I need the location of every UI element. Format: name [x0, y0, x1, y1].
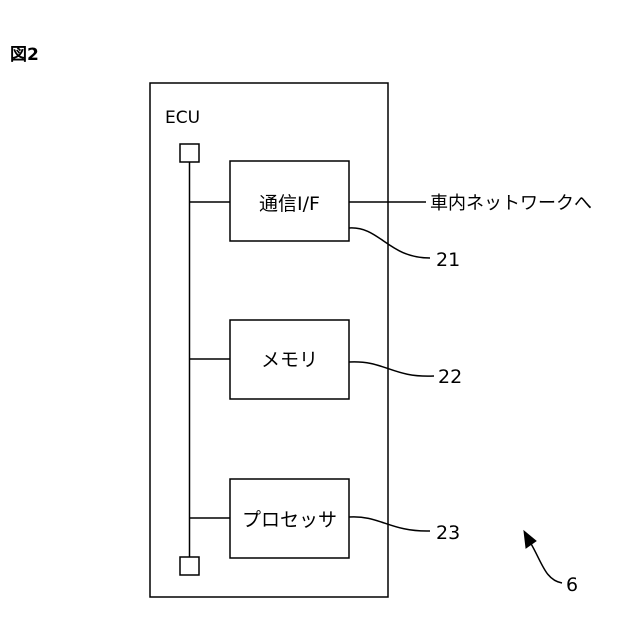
ref-arrowhead-6 — [524, 531, 536, 548]
ref-number-23: 23 — [436, 522, 460, 544]
ref-leader-6 — [530, 542, 562, 583]
ref-leader-23 — [349, 517, 430, 531]
bus-terminal-top — [180, 144, 199, 162]
ref-leader-22 — [349, 362, 434, 376]
comm-if-label: 通信I/F — [259, 193, 320, 215]
bus-terminal-bottom — [180, 557, 199, 575]
figure-label: 図2 — [10, 45, 39, 65]
processor-label: プロセッサ — [242, 509, 337, 531]
external-network-label: 車内ネットワークへ — [430, 193, 592, 214]
ref-number-22: 22 — [438, 366, 462, 388]
memory-label: メモリ — [261, 349, 318, 371]
ref-number-6: 6 — [566, 574, 578, 596]
ref-number-21: 21 — [436, 249, 460, 271]
ecu-label: ECU — [165, 108, 200, 128]
ref-leader-21 — [349, 228, 430, 258]
